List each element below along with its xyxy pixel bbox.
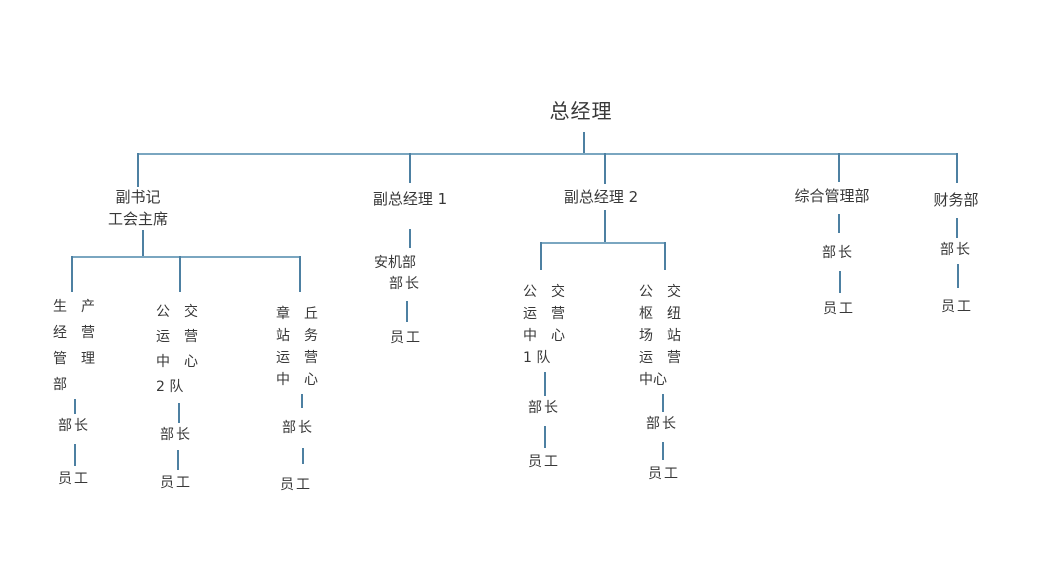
dept-name-line: 站 务 xyxy=(276,328,318,344)
connector-drop-zhangqiu xyxy=(299,256,301,292)
dept-name-line: 公 交 xyxy=(523,284,565,300)
connector-fuzong2-stem xyxy=(604,210,606,242)
connector-caiwu-staff xyxy=(957,264,959,288)
connector-gongjiao2-staff xyxy=(177,450,179,470)
gongjiao2-manager-label: 部长 xyxy=(160,427,192,443)
dept-name-line: 中心 xyxy=(639,372,667,388)
dept-name-line: 管 理 xyxy=(53,351,95,367)
node-deputy-secretary: 副书记 工会主席 xyxy=(96,186,180,230)
dept-name-line: 中 心 xyxy=(523,328,565,344)
connector-drop-gongjiao2 xyxy=(179,256,181,292)
connector-drop-fuzong2 xyxy=(604,153,606,184)
node-general-manager: 总经理 xyxy=(549,99,613,123)
zonghe-manager-label: 部长 xyxy=(822,245,854,261)
node-production-dept: 生 产 经 营 管 理 部 xyxy=(53,294,99,398)
node-general-admin-dept: 综合管理部 xyxy=(794,187,870,205)
node-finance-dept: 财务部 xyxy=(933,191,979,209)
connector-shuniu-staff xyxy=(662,442,664,460)
caiwu-staff-label: 员工 xyxy=(941,299,973,315)
connector-root-stem xyxy=(583,132,585,153)
connector-drop-gongjiao1 xyxy=(540,242,542,270)
node-zhangqiu-center: 章 丘 站 务 运 营 中 心 xyxy=(276,303,320,391)
connector-drop-fuzong1 xyxy=(409,153,411,183)
dept-name-line: 枢 纽 xyxy=(639,306,681,322)
anji-manager-label: 部长 xyxy=(389,276,421,292)
connector-zhangqiu-manager xyxy=(301,394,303,408)
connector-drop-shengchan xyxy=(71,256,73,292)
deputy-secretary-line2: 工会主席 xyxy=(107,210,168,228)
dept-name-line: 公 交 xyxy=(156,304,198,320)
dept-name-line: 章 丘 xyxy=(276,306,318,322)
node-deputy-gm-2: 副总经理 2 xyxy=(563,188,639,206)
dept-name-line: 运 营 xyxy=(276,350,318,366)
connector-shuniu-manager xyxy=(662,394,664,412)
connector-fushuji-stem xyxy=(142,230,144,257)
node-bus-center-team1: 公 交 运 营 中 心 1 队 xyxy=(523,281,567,369)
connector-gongjiao2-manager xyxy=(178,403,180,423)
caiwu-manager-label: 部长 xyxy=(940,242,972,258)
connector-fushuji-branch xyxy=(71,256,300,258)
shuniu-manager-label: 部长 xyxy=(646,416,678,432)
connector-caiwu-manager xyxy=(956,218,958,238)
dept-name-line: 2 队 xyxy=(156,379,184,395)
anji-staff-label: 员工 xyxy=(390,330,422,346)
gongjiao1-manager-label: 部长 xyxy=(528,400,560,416)
connector-zhangqiu-staff xyxy=(302,448,304,464)
gongjiao1-staff-label: 员工 xyxy=(528,454,560,470)
zhangqiu-manager-label: 部长 xyxy=(282,420,314,436)
connector-fuzong2-branch xyxy=(540,242,666,244)
connector-drop-shuniu xyxy=(664,242,666,270)
anji-dept-label: 安机部 xyxy=(374,255,416,271)
shuniu-staff-label: 员工 xyxy=(648,466,680,482)
dept-name-line: 公 交 xyxy=(639,284,681,300)
dept-name-line: 场 站 xyxy=(639,328,681,344)
node-hub-station-center: 公 交 枢 纽 场 站 运 营 中心 xyxy=(639,281,685,391)
connector-fuzong1-stem xyxy=(409,229,411,248)
dept-name-line: 运 营 xyxy=(523,306,565,322)
dept-name-line: 1 队 xyxy=(523,350,551,366)
connector-zonghe-manager xyxy=(838,214,840,233)
connector-gongjiao1-staff xyxy=(544,426,546,448)
connector-trunk xyxy=(138,153,957,155)
connector-gongjiao1-manager xyxy=(544,372,546,396)
deputy-secretary-line1: 副书记 xyxy=(115,188,161,206)
connector-anji-staff xyxy=(406,301,408,322)
connector-shengchan-manager xyxy=(74,399,76,414)
connector-drop-fushuji xyxy=(137,153,139,187)
node-bus-center-team2: 公 交 运 营 中 心 2 队 xyxy=(156,300,202,400)
dept-name-line: 中 心 xyxy=(156,354,198,370)
dept-name-line: 中 心 xyxy=(276,372,318,388)
connector-drop-caiwu xyxy=(956,153,958,183)
zhangqiu-staff-label: 员工 xyxy=(280,477,312,493)
gongjiao2-staff-label: 员工 xyxy=(160,475,192,491)
connector-zonghe-staff xyxy=(839,271,841,293)
connector-drop-zonghe xyxy=(838,153,840,182)
shengchan-staff-label: 员工 xyxy=(58,471,90,487)
connector-shengchan-staff xyxy=(74,444,76,466)
node-deputy-gm-1: 副总经理 1 xyxy=(372,190,448,208)
dept-name-line: 运 营 xyxy=(639,350,681,366)
dept-name-line: 生 产 xyxy=(53,299,95,315)
shengchan-manager-label: 部长 xyxy=(58,418,90,434)
dept-name-line: 经 营 xyxy=(53,325,95,341)
zonghe-staff-label: 员工 xyxy=(823,301,855,317)
dept-name-line: 部 xyxy=(53,377,67,393)
dept-name-line: 运 营 xyxy=(156,329,198,345)
